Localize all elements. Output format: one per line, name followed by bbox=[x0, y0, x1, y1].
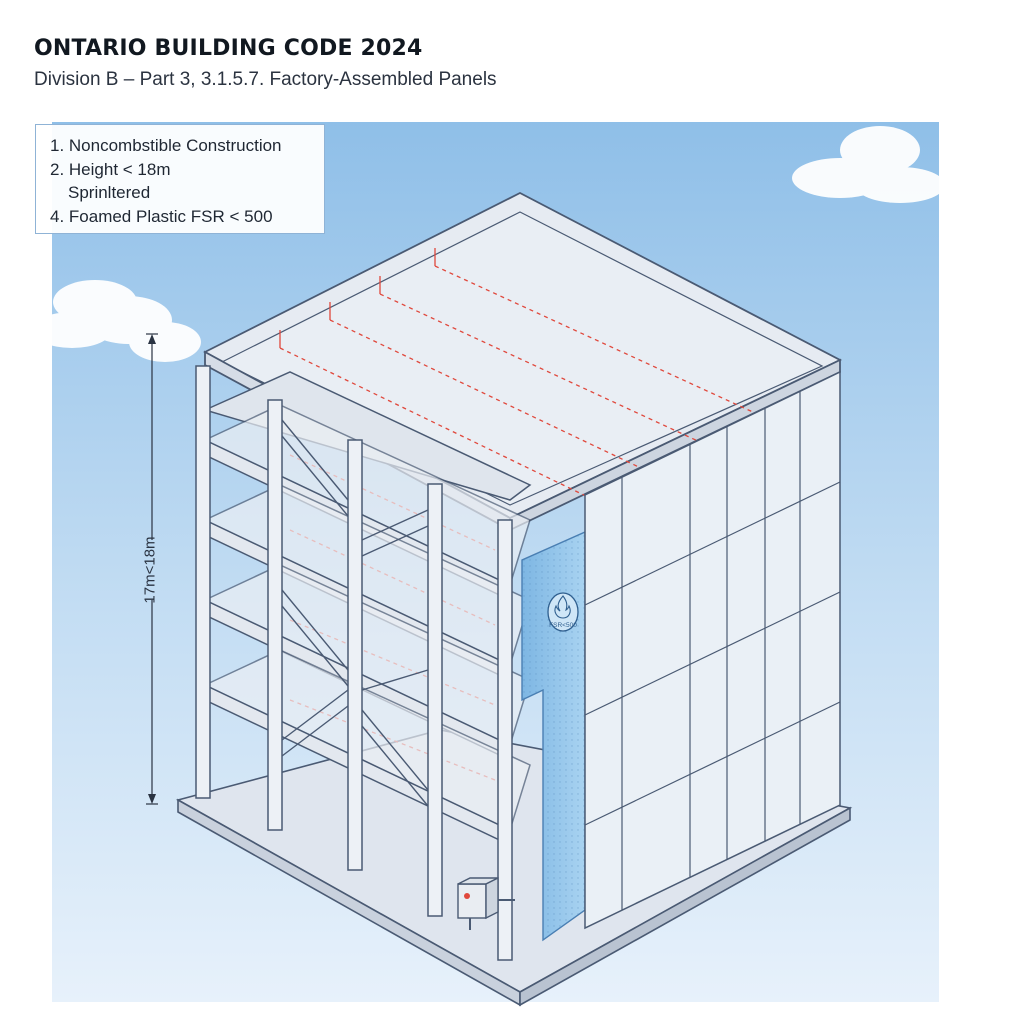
flame-icon bbox=[554, 595, 571, 619]
cloud-left bbox=[32, 280, 201, 362]
sprinkler-riser bbox=[457, 876, 515, 930]
fsr-badge-text: FSR<500 bbox=[549, 622, 577, 629]
cloud-right bbox=[792, 126, 945, 203]
note-item: 4. Foamed Plastic FSR < 500 bbox=[50, 206, 273, 226]
page-title: ONTARIO BUILDING CODE 2024 bbox=[34, 36, 423, 61]
alarm-indicator-icon bbox=[464, 893, 470, 899]
note-item: 1. Noncombstible Construction bbox=[50, 136, 282, 155]
note-item: Sprinltered bbox=[68, 183, 151, 202]
sprinkler-drops bbox=[279, 248, 436, 348]
requirements-notes-box: 1. Noncombstible Construction 2. Height … bbox=[35, 124, 325, 234]
panel-wall bbox=[584, 370, 841, 930]
page-subtitle: Division B – Part 3, 3.1.5.7. Factory-As… bbox=[34, 69, 497, 90]
fsr-badge: FSR<500 bbox=[547, 592, 579, 632]
foam-insulation bbox=[521, 530, 586, 942]
height-dimension bbox=[146, 333, 158, 805]
height-dimension-label: 17m<18m bbox=[141, 536, 159, 604]
header: ONTARIO BUILDING CODE 2024 Division B – … bbox=[34, 36, 497, 91]
cross-bracing bbox=[281, 419, 429, 807]
note-item: 2. Height < 18m bbox=[50, 159, 171, 179]
steel-columns bbox=[195, 365, 513, 961]
